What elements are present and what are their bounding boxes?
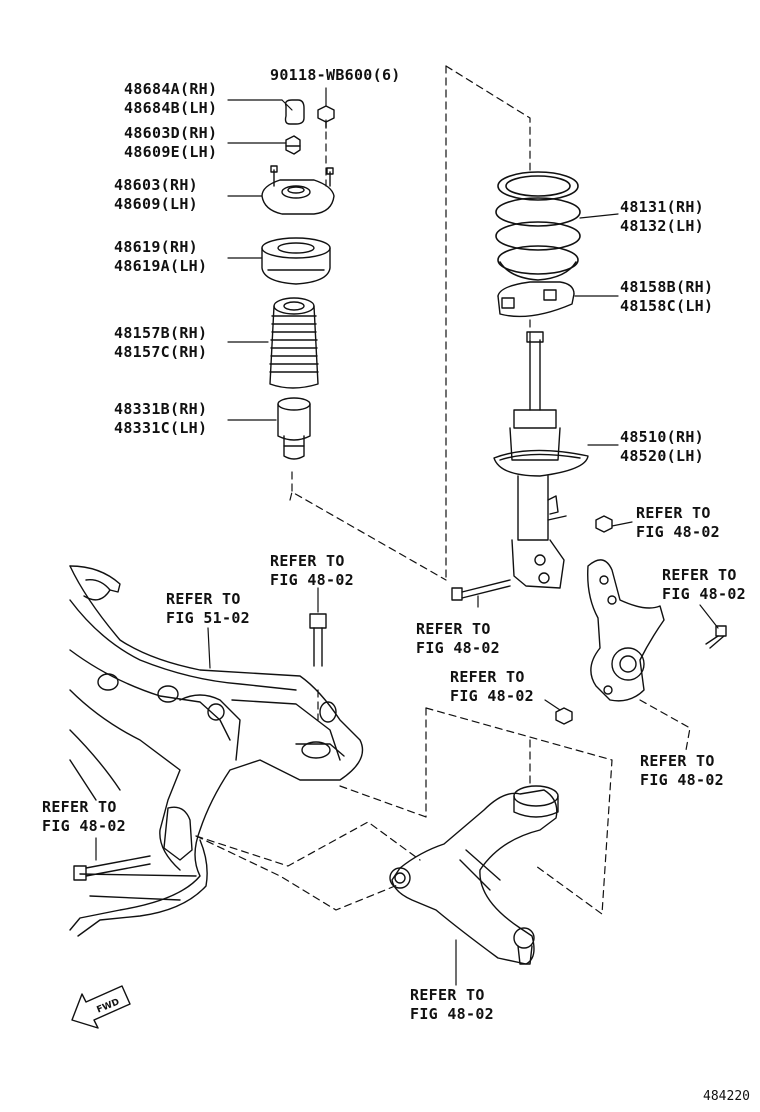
refer-label-frame-bolt: REFER TO FIG 48-02 — [270, 552, 354, 589]
lower-nut-part — [555, 707, 573, 725]
shock-absorber-label: 48510(RH) 48520(LH) — [620, 428, 704, 465]
refer-label-lower-bolt: REFER TO FIG 48-02 — [42, 798, 126, 835]
mount-nut-label: 48603D(RH) 48609E(LH) — [124, 124, 218, 161]
lower-arm-part — [389, 785, 559, 965]
refer-label-strut-bolt: REFER TO FIG 48-02 — [416, 620, 500, 657]
mount-nut-part — [285, 135, 301, 155]
coil-spring-part — [495, 171, 581, 281]
bump-cushion-label: 48684A(RH) 48684B(LH) — [124, 80, 218, 117]
figure-id: 484220 — [703, 1089, 750, 1104]
strut-bolt-part — [451, 579, 511, 601]
strut-mount-part — [261, 165, 335, 215]
refer-label-nut: REFER TO FIG 48-02 — [636, 504, 720, 541]
fwd-arrow-icon — [71, 985, 131, 1029]
refer-label-knuckle-bolt: REFER TO FIG 48-02 — [662, 566, 746, 603]
refer-label-knuckle: REFER TO FIG 48-02 — [640, 752, 724, 789]
bearing-part — [261, 237, 331, 285]
bump-cushion-part — [284, 99, 305, 125]
knuckle-bolt-part — [705, 625, 727, 649]
refer-label-crossmember: REFER TO FIG 51-02 — [166, 590, 250, 627]
coil-spring-label: 48131(RH) 48132(LH) — [620, 198, 704, 235]
fwd-label: FWD — [95, 997, 121, 1015]
bound-stopper-part — [277, 397, 311, 460]
spring-insulator-part — [497, 281, 575, 318]
crossmember-part — [69, 565, 364, 937]
steering-knuckle-part — [587, 559, 665, 702]
top-nut-part — [317, 105, 335, 129]
spring-insulator-label: 48158B(RH) 48158C(LH) — [620, 278, 714, 315]
dashed-lines — [195, 65, 691, 915]
strut-nut-part — [595, 515, 613, 533]
refer-label-lower-nut: REFER TO FIG 48-02 — [450, 668, 534, 705]
shock-absorber-part — [493, 331, 589, 589]
nut-label: 90118-WB600(6) — [270, 66, 401, 84]
refer-label-lower-arm: REFER TO FIG 48-02 — [410, 986, 494, 1023]
frame-bolt-lower-part — [73, 855, 151, 881]
bearing-label: 48619(RH) 48619A(LH) — [114, 238, 208, 275]
leader-lines — [95, 87, 719, 986]
bound-stopper-label: 48331B(RH) 48331C(LH) — [114, 400, 208, 437]
frame-bolt-part — [309, 613, 327, 667]
boot-part — [269, 297, 319, 389]
boot-label: 48157B(RH) 48157C(RH) — [114, 324, 208, 361]
strut-mount-label: 48603(RH) 48609(LH) — [114, 176, 198, 213]
